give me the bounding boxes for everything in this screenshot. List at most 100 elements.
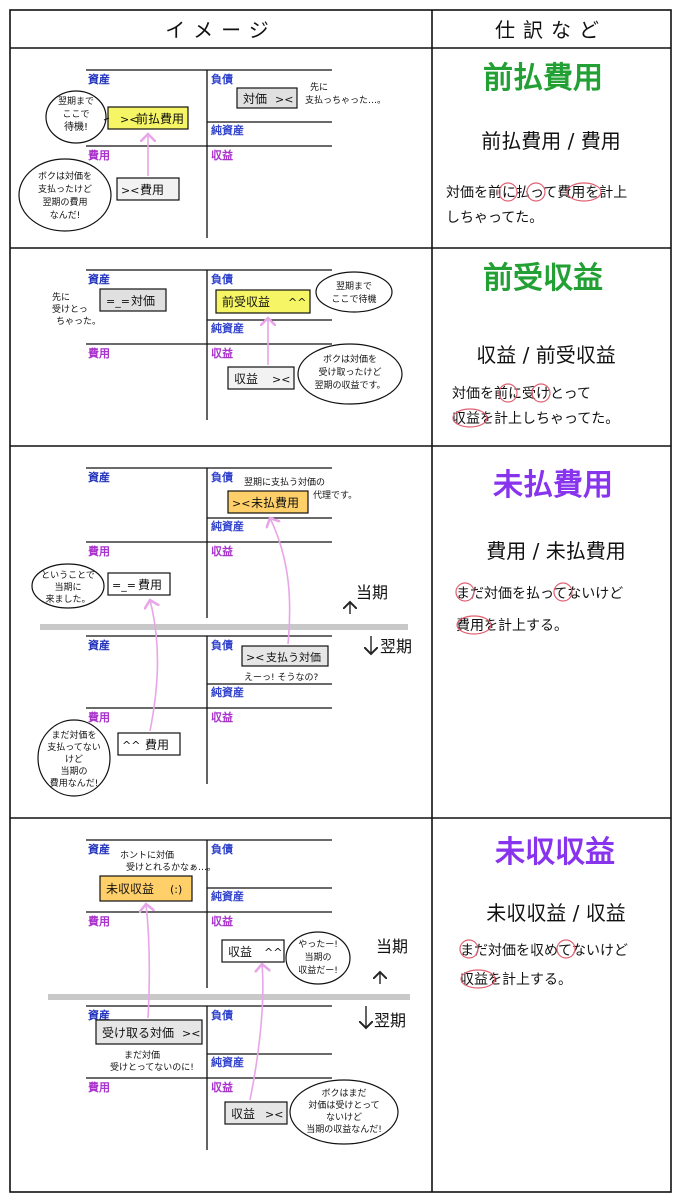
label-revenue: 収益 <box>211 544 233 558</box>
bubble-text: 支払ったけど <box>38 183 92 195</box>
box-accrued-expense <box>227 490 309 514</box>
box-expense-label: 費用 <box>140 182 164 197</box>
note-text: 先に <box>310 81 328 93</box>
label-assets: 資産 <box>88 1008 110 1022</box>
face-icon: ^^ <box>264 946 282 959</box>
bubble-text: ボクはまだ <box>321 1088 366 1099</box>
speech-bubble <box>31 563 105 609</box>
highlight-circle <box>498 383 518 403</box>
face-icon: >< <box>182 1027 200 1040</box>
journal-entry: 前払費用 / 費用 <box>481 129 620 153</box>
box-payable-consideration <box>241 645 329 667</box>
label-expenses: 費用 <box>87 148 110 162</box>
box-asset-consideration <box>99 288 167 312</box>
label-liabilities: 負債 <box>211 638 233 652</box>
box-liab-consideration-label: 対価 <box>243 92 267 106</box>
bubble-text: 支払ってない <box>47 741 101 753</box>
box-revenue <box>227 366 295 390</box>
label-liabilities: 負債 <box>211 842 233 856</box>
highlight-circle <box>455 582 475 602</box>
desc-line: 対価を前に受けとって <box>452 385 591 402</box>
box-receivable-consideration <box>95 1019 203 1045</box>
label-liabilities: 負債 <box>211 272 233 286</box>
section-title: 前受収益 <box>483 261 603 296</box>
bubble-text: 当期に <box>54 581 81 593</box>
desc-line: まだ対価を収めてないけど <box>460 943 628 959</box>
label-liabilities: 負債 <box>211 72 233 86</box>
bubble-text: 待機! <box>64 120 88 133</box>
face-icon: =_= <box>112 579 136 592</box>
box-expense-label: 費用 <box>138 577 162 592</box>
box-receivable-consideration-label: 受け取る対価 <box>102 1026 174 1040</box>
box-revenue-next <box>224 1101 288 1125</box>
bubble-text: ここで <box>62 110 89 120</box>
highlight-circle <box>460 969 496 989</box>
speech-bubble <box>315 271 393 313</box>
section-title: 前払費用 <box>483 61 603 96</box>
section-unearned-revenue: 資産 負債 純資産 費用 収益 =_= 対価 前受収益 ^^ 収益 >< 先に … <box>52 261 619 428</box>
highlight-circle <box>556 939 576 959</box>
bubble-text: ボクは対価を <box>323 353 377 365</box>
box-accrued-expense-label: 未払費用 <box>251 495 299 510</box>
bubble-text: 翌期の収益です。 <box>314 379 385 391</box>
bubble-text: ここで待機 <box>331 293 376 305</box>
face-icon: >< <box>275 93 293 106</box>
label-expenses: 費用 <box>87 710 110 724</box>
label-liabilities: 負債 <box>211 470 233 484</box>
box-expense-next-label: 費用 <box>145 737 169 752</box>
journal-entry: 収益 / 前受収益 <box>476 343 615 367</box>
label-expenses: 費用 <box>87 914 110 928</box>
speech-bubble <box>18 158 112 232</box>
bubble-text: ボクは対価を <box>38 170 92 182</box>
bubble-text: 受け取ったけど <box>318 366 381 378</box>
box-payable-consideration-label: 支払う対価 <box>266 650 321 664</box>
bubble-text: 対価は受けとって <box>308 1099 379 1111</box>
label-net-assets: 純資産 <box>211 1055 244 1069</box>
label-next-period: 翌期 <box>374 1011 406 1030</box>
period-divider <box>48 994 410 1000</box>
face-icon: >< <box>120 113 138 126</box>
box-prepaid-expense-label: 前払費用 <box>136 111 184 126</box>
arrow-up <box>146 904 149 1019</box>
note-text: 先に <box>52 291 70 303</box>
highlight-circle <box>452 408 488 428</box>
label-net-assets: 純資産 <box>211 123 244 137</box>
note-text: 翌期に支払う対価の <box>244 476 325 488</box>
highlight-circle <box>459 939 479 959</box>
label-revenue: 収益 <box>211 710 233 724</box>
label-net-assets: 純資産 <box>211 685 244 699</box>
note-text: 受けとってないのに! <box>110 1061 194 1073</box>
highlight-circle <box>456 615 492 635</box>
label-net-assets: 純資産 <box>211 321 244 335</box>
note-text: まだ対価 <box>124 1049 160 1061</box>
label-revenue: 収益 <box>211 1080 233 1094</box>
label-current-period: 当期 <box>376 937 408 956</box>
label-current-period: 当期 <box>356 583 388 602</box>
arrow-up <box>150 600 158 732</box>
bubble-text: 翌期まで <box>58 96 94 107</box>
note-text: ホントに対価 <box>120 849 174 861</box>
highlight-circle <box>531 383 551 403</box>
box-unearned-revenue <box>215 289 311 314</box>
desc-line: まだ対価を払ってないけど <box>456 586 623 602</box>
bubble-text: 翌期の費用 <box>42 196 87 208</box>
label-net-assets: 純資産 <box>211 519 244 533</box>
highlight-circle <box>498 182 518 202</box>
section-prepaid-expense: 資産 負債 純資産 費用 収益 >< 前払費用 対価 >< >< 費用 翌期まで… <box>18 61 627 238</box>
highlight-circle <box>526 182 546 202</box>
bubble-text: けど <box>65 754 83 765</box>
speech-bubble <box>297 343 403 405</box>
label-revenue: 収益 <box>211 346 233 360</box>
bubble-text: ないけど <box>326 1112 362 1123</box>
desc-line: 費用を計上する。 <box>456 618 568 634</box>
box-expense <box>107 572 171 596</box>
label-net-assets: 純資産 <box>211 889 244 903</box>
face-icon: =_= <box>106 295 130 308</box>
label-expenses: 費用 <box>87 544 110 558</box>
journal-entry: 未収収益 / 収益 <box>486 901 625 925</box>
arrow-up <box>270 518 291 645</box>
section-accrued-revenue: 資産 負債 純資産 費用 収益 未収収益 (:) ホントに対価 受けとれるかなぁ… <box>48 835 628 1150</box>
section-title: 未払費用 <box>493 468 613 503</box>
label-next-period: 翌期 <box>380 637 412 656</box>
label-expenses: 費用 <box>87 1080 110 1094</box>
